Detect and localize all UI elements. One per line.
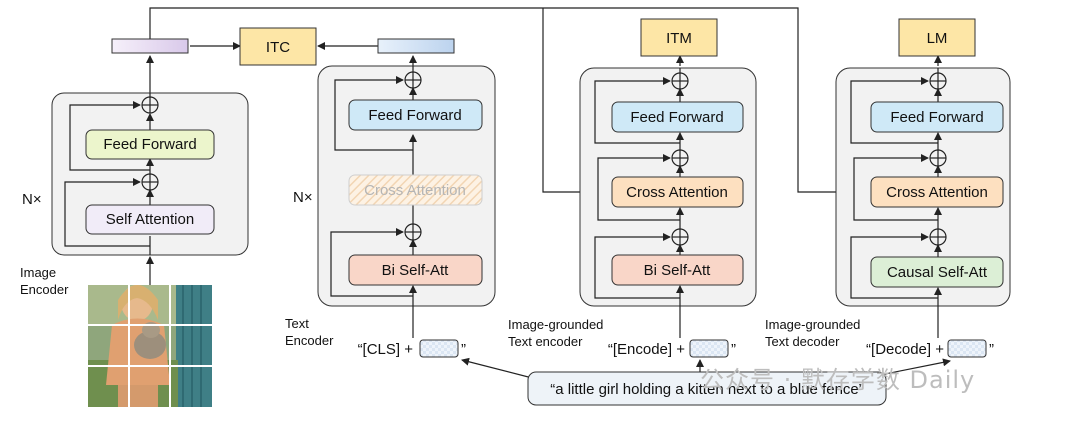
- lm-head: LM: [898, 18, 976, 57]
- caption-box: [527, 371, 887, 406]
- encode-input-suffix: ”: [731, 341, 736, 358]
- decode-token-placeholder: [947, 339, 987, 358]
- residual-add-icon: [929, 149, 947, 167]
- image-encoder-label: Image: [20, 265, 56, 280]
- decode-input-suffix: ”: [989, 341, 994, 358]
- residual-add-icon: [141, 173, 159, 191]
- bi-self-att-label: Bi Self-Att: [644, 262, 712, 279]
- image-patch-grid: [88, 285, 212, 407]
- feed-forward-label: Feed Forward: [630, 109, 723, 126]
- text-encoder: Feed Forward Cross Attention Bi Self-Att…: [285, 65, 496, 358]
- grounded-decoder-label: Image-grounded: [765, 317, 860, 332]
- image-grounded-text-decoder: Feed Forward Cross Attention Causal Self…: [765, 67, 1011, 358]
- caption: “a little girl holding a kitten next to …: [461, 357, 951, 406]
- itm-head: ITM: [640, 18, 718, 57]
- itc-label: ITC: [266, 39, 290, 56]
- self-attention-label: Self Attention: [106, 211, 194, 228]
- caption-text: “a little girl holding a kitten next to …: [550, 381, 864, 398]
- image-embedding-token: [111, 38, 189, 54]
- residual-add-icon: [141, 96, 159, 114]
- grounded-decoder-label: Text decoder: [765, 334, 840, 349]
- text-input-prefix: “[CLS] +: [358, 341, 414, 358]
- decode-input-prefix: “[Decode] +: [866, 341, 944, 358]
- residual-add-icon: [929, 228, 947, 246]
- cross-attention-disabled-label: Cross Attention: [364, 182, 466, 199]
- text-input-suffix: ”: [461, 341, 466, 358]
- causal-self-att-label: Causal Self-Att: [887, 264, 988, 281]
- text-encoder-label: Encoder: [285, 333, 334, 348]
- encode-token-placeholder: [689, 339, 729, 358]
- feed-forward-label: Feed Forward: [368, 107, 461, 124]
- image-encoder-label: Encoder: [20, 282, 69, 297]
- text-embedding-token: [377, 38, 455, 54]
- residual-add-icon: [671, 72, 689, 90]
- image-encoder: Feed Forward Self Attention N× Image Enc…: [20, 92, 249, 297]
- text-token-placeholder: [419, 339, 459, 358]
- itc-head: ITC: [239, 27, 317, 66]
- residual-add-icon: [404, 223, 422, 241]
- lm-label: LM: [927, 30, 948, 47]
- image-grounded-text-encoder: Feed Forward Cross Attention Bi Self-Att…: [508, 67, 757, 358]
- text-encoder-label: Text: [285, 316, 309, 331]
- bi-self-att-label: Bi Self-Att: [382, 262, 450, 279]
- repeat-count: N×: [22, 191, 42, 208]
- watermark: 公众号 · 默存学数 Daily: [700, 366, 976, 394]
- grounded-encoder-label: Text encoder: [508, 334, 583, 349]
- cross-attention-label: Cross Attention: [886, 184, 988, 201]
- cross-attention-label: Cross Attention: [626, 184, 728, 201]
- residual-add-icon: [671, 228, 689, 246]
- itm-label: ITM: [666, 30, 692, 47]
- residual-add-icon: [671, 149, 689, 167]
- residual-add-icon: [404, 71, 422, 89]
- residual-add-icon: [929, 72, 947, 90]
- feed-forward-label: Feed Forward: [103, 136, 196, 153]
- input-image: [88, 285, 212, 407]
- repeat-count: N×: [293, 189, 313, 206]
- feed-forward-label: Feed Forward: [890, 109, 983, 126]
- grounded-encoder-label: Image-grounded: [508, 317, 603, 332]
- encode-input-prefix: “[Encode] +: [608, 341, 685, 358]
